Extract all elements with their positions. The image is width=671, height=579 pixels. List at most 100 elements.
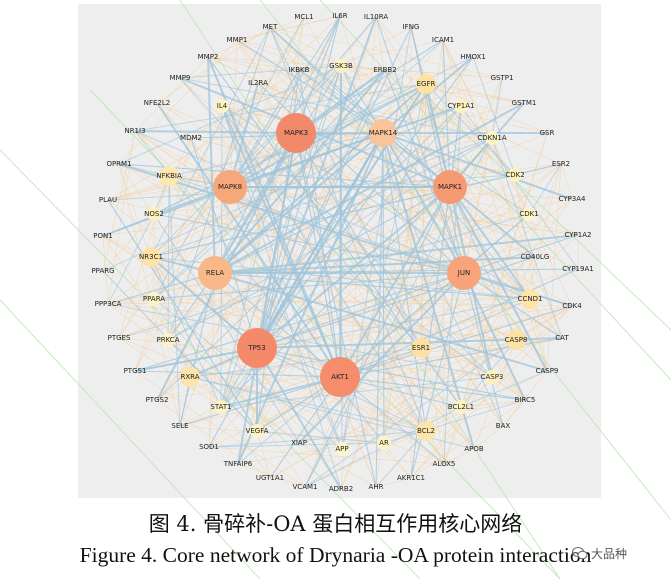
node-label: CYP19A1 (562, 265, 593, 273)
decorative-line (0, 299, 261, 579)
node-sele: SELE (171, 422, 188, 430)
edge (229, 186, 579, 236)
edge (134, 298, 531, 372)
node-label: CDKN1A (477, 134, 507, 142)
decorative-line (419, 89, 671, 331)
node-circle (485, 131, 499, 145)
node-circle (147, 207, 161, 221)
node-circle (159, 166, 179, 186)
edge (220, 105, 223, 408)
node-label: CASP9 (536, 367, 559, 375)
edge (214, 272, 271, 479)
edge (156, 102, 341, 378)
edge (463, 137, 493, 274)
node-ugt1a1: UGT1A1 (256, 474, 284, 482)
edge (134, 130, 526, 401)
edge (237, 430, 427, 465)
edge (339, 77, 503, 378)
edge (491, 77, 503, 139)
node-label: PRKCA (157, 336, 180, 344)
edge (153, 39, 444, 300)
node-circle (416, 74, 436, 94)
node-label: PTGES (108, 334, 131, 342)
edge (460, 105, 579, 270)
node-birc5: BIRC5 (515, 396, 536, 404)
edge (443, 448, 475, 465)
edge (514, 163, 562, 176)
edge (107, 303, 493, 378)
node-sod1: SOD1 (199, 443, 219, 451)
edge (153, 137, 192, 300)
edge (179, 272, 216, 427)
edge (208, 446, 445, 465)
edge (560, 163, 573, 200)
edge (167, 339, 258, 432)
edge (220, 376, 493, 408)
node-ccnd1: CCND1 (518, 289, 543, 309)
edge (382, 132, 531, 300)
edge (107, 130, 136, 305)
node-alox5: ALOX5 (433, 460, 456, 468)
node-label: BAX (496, 422, 511, 430)
edge (107, 26, 412, 201)
node-circle (522, 207, 536, 221)
edge (107, 272, 216, 305)
node-casp3: CASP3 (481, 370, 503, 384)
node-tnfaip6: TNFAIP6 (223, 460, 253, 468)
edge (463, 272, 563, 339)
node-label: CCND1 (518, 295, 543, 303)
node-circle (454, 400, 468, 414)
node-label: IKBKB (289, 66, 310, 74)
node-circle (334, 59, 348, 73)
node-mcl1: MCL1 (294, 13, 313, 21)
node-label: AHR (369, 483, 384, 491)
edge (528, 163, 562, 215)
node-label: CYP1A2 (565, 231, 592, 239)
node-label: APOB (464, 445, 484, 453)
node-ptges: PTGES (108, 334, 131, 342)
node-label: GSTM1 (512, 99, 537, 107)
node-label: MAPK1 (438, 183, 462, 191)
edge (298, 272, 465, 444)
edge (134, 56, 209, 132)
edge (214, 83, 427, 274)
edge (150, 65, 342, 258)
node-vegfa: VEGFA (246, 424, 269, 438)
node-label: MAPK8 (218, 183, 242, 191)
node-cdk1: CDK1 (519, 207, 539, 221)
node-cat: CAT (555, 334, 569, 342)
node-label: APP (335, 445, 348, 453)
node-mapk3: MAPK3 (276, 113, 316, 153)
node-jun: JUN (447, 256, 481, 290)
edge (256, 347, 526, 401)
node-prkca: PRKCA (157, 333, 180, 347)
node-label: IFNG (403, 23, 420, 31)
edge (229, 83, 427, 188)
node-circle (161, 333, 175, 347)
edge (153, 213, 300, 444)
node-label: NR3C1 (139, 253, 163, 261)
node-cdkn1a: CDKN1A (477, 131, 507, 145)
node-esr1: ESR1 (411, 338, 431, 358)
node-label: IL2RA (248, 79, 268, 87)
node-cdk4: CDK4 (562, 302, 582, 310)
node-stat1: STAT1 (210, 400, 232, 414)
edge (295, 132, 377, 488)
node-ppara: PPARA (143, 292, 165, 306)
edge (375, 477, 412, 488)
node-label: NFE2L2 (144, 99, 171, 107)
edge (375, 16, 445, 465)
edge (339, 376, 526, 401)
edge (214, 272, 531, 300)
node-cd40lg: CD40LG (521, 253, 550, 261)
node-label: ERBB2 (373, 66, 396, 74)
node-label: TP53 (247, 344, 265, 352)
node-label: CAT (555, 334, 569, 342)
node-pparg: PPARG (91, 267, 114, 275)
edge (107, 298, 155, 305)
node-label: BIRC5 (515, 396, 536, 404)
edge (491, 137, 563, 339)
node-nos2: NOS2 (144, 207, 164, 221)
node-label: IL6R (332, 12, 347, 20)
node-label: AKT1 (331, 373, 349, 381)
